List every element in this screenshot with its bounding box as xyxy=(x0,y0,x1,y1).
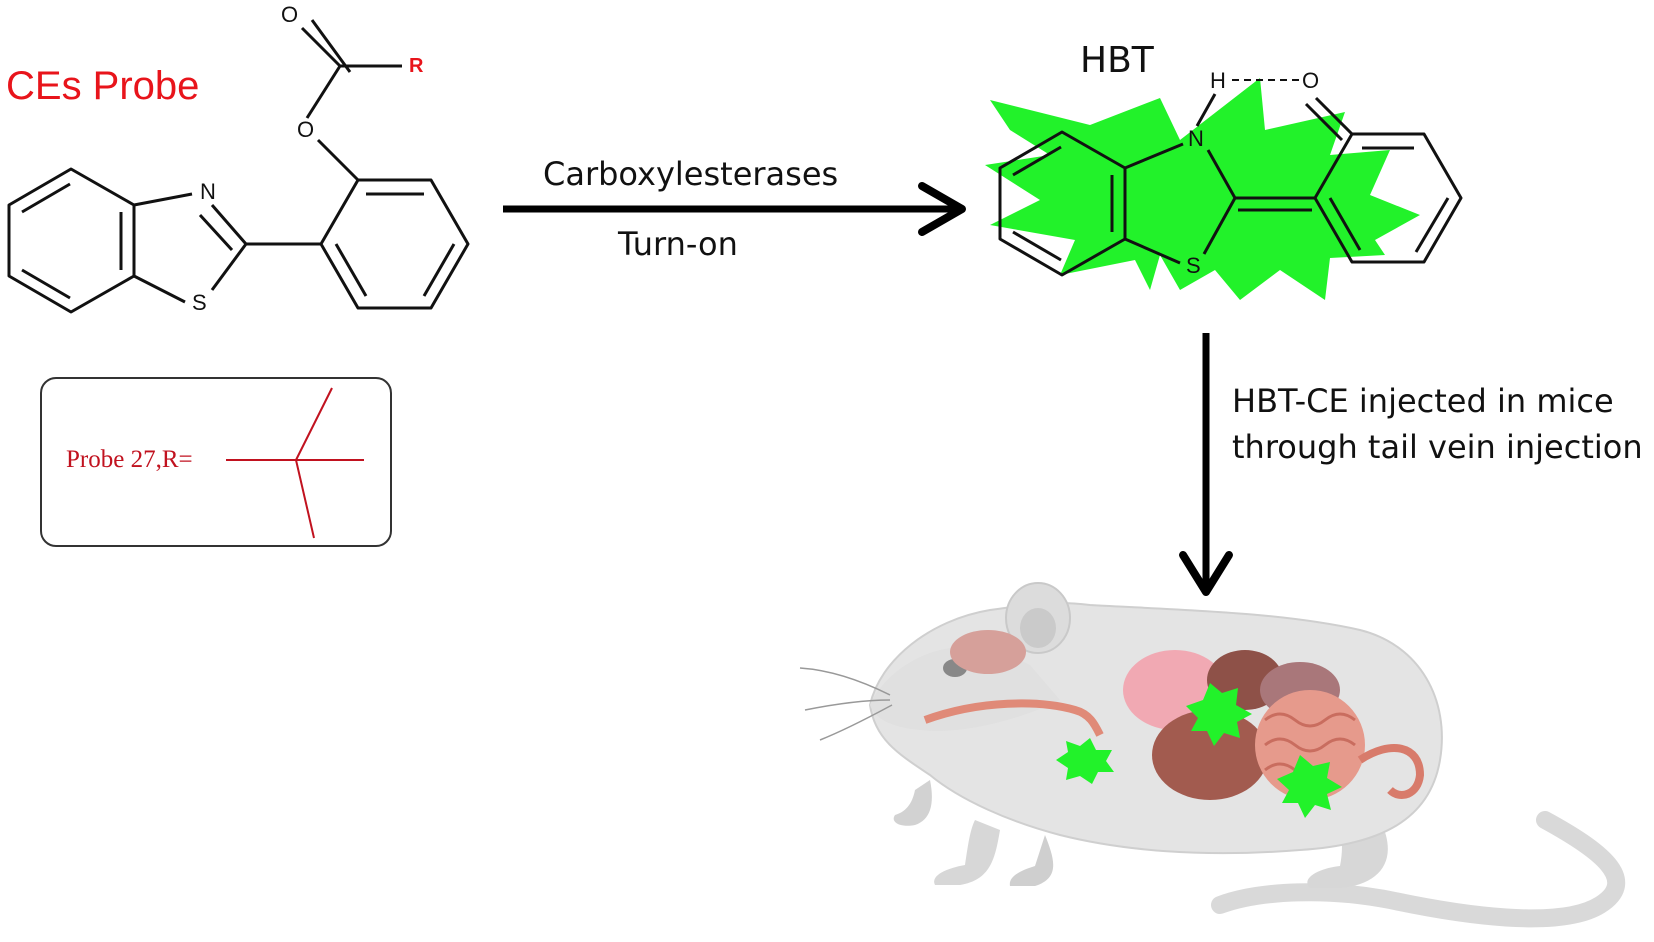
probe-27-label: Probe 27,R= xyxy=(66,446,193,473)
hbt-h-atom: H xyxy=(1210,68,1226,93)
injection-line-1: HBT-CE injected in mice xyxy=(1232,382,1614,420)
tert-butyl-skeleton xyxy=(226,387,364,539)
fluorescence-spot-icon xyxy=(1186,683,1252,746)
probe-ester-o-atom: O xyxy=(297,117,314,142)
probe-benzo-ring xyxy=(7,167,136,314)
probe-title: CEs Probe xyxy=(6,64,200,108)
probe-r-label: R xyxy=(409,55,424,77)
enzyme-label: Carboxylesterases xyxy=(543,155,839,193)
hbt-structure xyxy=(998,93,1463,277)
fluorescence-spot-icon xyxy=(1056,738,1114,784)
probe-s-atom: S xyxy=(192,290,207,315)
mouse-brain xyxy=(950,630,1026,674)
injection-arrow xyxy=(1179,333,1233,596)
mouse-anatomy-illustration xyxy=(799,582,1626,928)
fluorescence-spot-icon xyxy=(1277,755,1342,818)
probe-n-atom: N xyxy=(200,179,216,204)
probe-phenyl-ring xyxy=(319,178,470,310)
mouse-intestine xyxy=(1255,690,1365,800)
turn-on-label: Turn-on xyxy=(618,225,738,263)
fluorescence-burst-icon xyxy=(985,78,1420,300)
probe-carbonyl-o-atom: O xyxy=(281,2,298,27)
probe-structure xyxy=(7,19,470,314)
mouse-liver xyxy=(1152,710,1268,800)
injection-line-2: through tail vein injection xyxy=(1232,428,1643,466)
reaction-arrow xyxy=(503,182,966,236)
hbt-n-atom: N xyxy=(1188,126,1204,151)
hbt-s-atom: S xyxy=(1186,253,1201,278)
hbt-title: HBT xyxy=(1080,40,1154,81)
hbt-o-atom: O xyxy=(1302,68,1319,93)
probe-27-box xyxy=(40,377,392,547)
mouse-tail xyxy=(1211,811,1626,928)
